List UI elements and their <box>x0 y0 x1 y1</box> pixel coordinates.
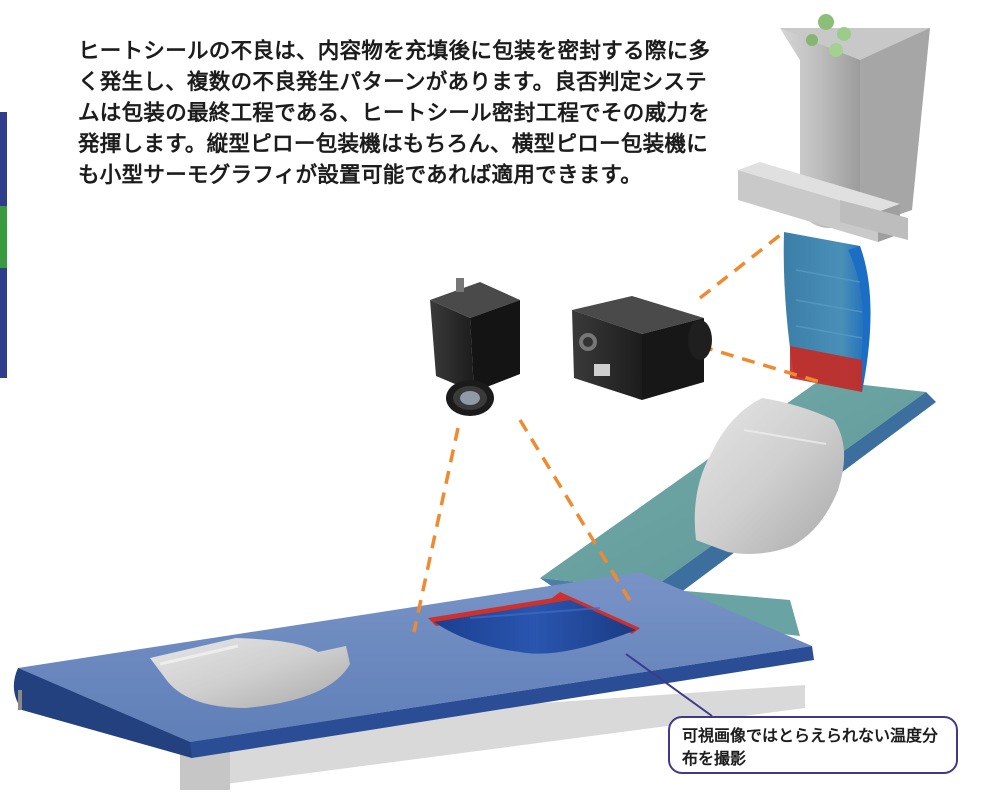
thermal-camera-icon <box>430 278 520 416</box>
vertical-pillow-machine <box>738 14 930 392</box>
side-tab-blue-bottom <box>0 268 7 378</box>
thermal-camera-icon <box>572 296 712 400</box>
intro-paragraph: ヒートシールの不良は、内容物を充填後に包装を密封する際に多く発生し、複数の不良発… <box>78 39 711 188</box>
thermal-pouch <box>428 592 640 654</box>
silver-pouch-left <box>150 638 350 708</box>
camera-sightlines <box>412 230 821 633</box>
silver-pouch-incline <box>694 398 845 554</box>
side-tab-green <box>0 206 7 268</box>
temperature-callout: 可視画像ではとらえられない温度分布を撮影 <box>668 716 958 774</box>
side-tab-blue-top <box>0 112 7 206</box>
callout-leader <box>625 653 713 717</box>
